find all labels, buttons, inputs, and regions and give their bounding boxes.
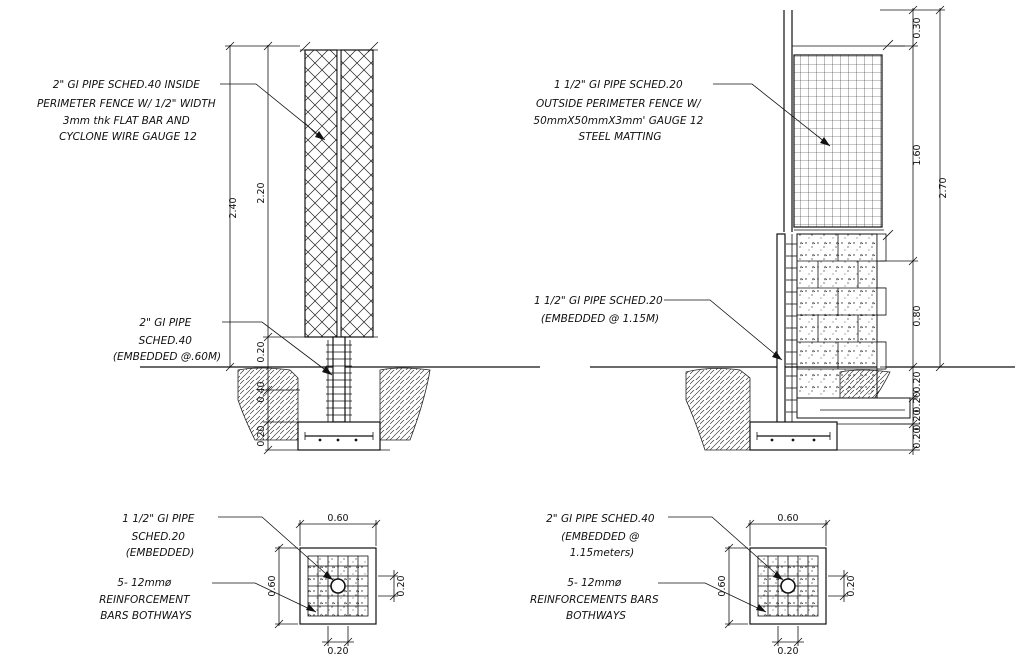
dim-fl-bottom: 0.20 bbox=[327, 646, 348, 657]
note-footing-right-pipe: 2" GI PIPE SCHED.40 (EMBEDDED @ 1.15mete… bbox=[546, 513, 658, 559]
embedded-pipe-right bbox=[776, 233, 786, 431]
note-outside-fence: 1 1/2" GI PIPE SCHED.20 OUTSIDE PERIMETE… bbox=[533, 79, 706, 143]
note-outside-post: 1 1/2" GI PIPE SCHED.20 (EMBEDDED @ 1.15… bbox=[534, 295, 666, 325]
right-dim-lines bbox=[880, 5, 945, 455]
soil-right bbox=[379, 367, 431, 441]
dim-right-mesh: 1.60 bbox=[912, 144, 923, 165]
dim-left-footing: 0.20 bbox=[256, 425, 267, 446]
footing-plan-left: 0.60 0.60 0.20 0.20 1 1/2" GI PIPE SCHED… bbox=[99, 513, 407, 657]
dim-left-fence: 2.20 bbox=[256, 182, 267, 203]
inside-fence-elevation: 2.40 2.20 0.20 0.40 0.20 2" GI PIPE SCHE… bbox=[37, 41, 540, 455]
dim-right-b: 0.20 bbox=[912, 391, 923, 412]
gi-pipe-post bbox=[336, 49, 342, 368]
dim-fl-depth: 0.60 bbox=[267, 575, 278, 596]
cyclone-wire-panel-left bbox=[304, 49, 338, 338]
cyclone-wire-panel-right bbox=[340, 49, 374, 338]
dim-fr-depth: 0.60 bbox=[717, 575, 728, 596]
dim-right-d: 0.20 bbox=[912, 427, 923, 448]
dim-fr-side: 0.20 bbox=[846, 575, 857, 596]
note-inside-post: 2" GI PIPE SCHED.40 (EMBEDDED @.60M) bbox=[113, 317, 221, 363]
footing-plan-right: 0.60 0.60 0.20 0.20 2" GI PIPE SCHED.40 … bbox=[530, 513, 857, 657]
note-footing-left-pipe: 1 1/2" GI PIPE SCHED.20 (EMBEDDED) bbox=[122, 513, 197, 559]
dim-fr-width: 0.60 bbox=[777, 513, 798, 524]
dim-fl-side: 0.20 bbox=[396, 575, 407, 596]
note-footing-left-bars: 5- 12mmø REINFORCEMENT BARS BOTHWAYS bbox=[99, 577, 193, 622]
dim-right-c: 0.20 bbox=[912, 409, 923, 430]
pipe-section-left bbox=[330, 578, 346, 594]
rebar-ties bbox=[326, 340, 352, 425]
embedded-post bbox=[332, 336, 346, 423]
outside-fence-elevation: 0.30 1.60 2.70 0.80 0.20 0.20 0.20 0.20 … bbox=[533, 5, 1015, 455]
dim-fl-width: 0.60 bbox=[327, 513, 348, 524]
dim-right-wall: 0.80 bbox=[912, 305, 923, 326]
dim-left-embed: 0.40 bbox=[256, 381, 267, 402]
dim-right-total: 2.70 bbox=[938, 177, 949, 198]
chb-wall bbox=[796, 233, 878, 399]
dim-left-total: 2.40 bbox=[228, 197, 239, 218]
dim-fr-bottom: 0.20 bbox=[777, 646, 798, 657]
dim-right-top: 0.30 bbox=[912, 17, 923, 38]
note-inside-fence: 2" GI PIPE SCHED.40 INSIDE PERIMETER FEN… bbox=[37, 79, 219, 143]
pipe-section-right bbox=[780, 578, 796, 594]
left-leaders bbox=[220, 83, 333, 376]
steel-matting bbox=[793, 54, 883, 228]
dim-left-clear: 0.20 bbox=[256, 341, 267, 362]
note-footing-right-bars: 5- 12mmø REINFORCEMENTS BARS BOTHWAYS bbox=[530, 577, 662, 622]
soil-right-elev bbox=[685, 368, 751, 451]
dim-right-a: 0.20 bbox=[912, 371, 923, 392]
